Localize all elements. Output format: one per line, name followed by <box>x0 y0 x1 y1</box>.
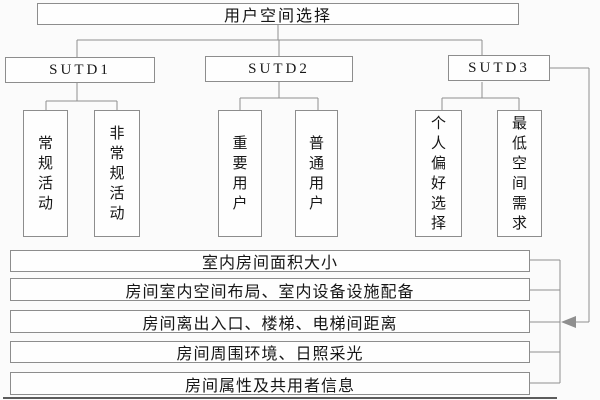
leaf-node-label: 非常规活动 <box>109 124 125 222</box>
branch-node-label: SUTD2 <box>248 60 310 77</box>
leaf-node-ordinary-users: 普通用户 <box>295 110 338 237</box>
leaf-node-label: 常规活动 <box>37 134 53 212</box>
criteria-bar-label: 房间室内空间布局、室内设备设施配备 <box>125 283 415 301</box>
branch-node-sutd1: SUTD1 <box>5 57 155 83</box>
criteria-bar-environment-daylight: 房间周围环境、日照采光 <box>10 341 530 363</box>
leaf-node-label: 最低空间需求 <box>511 114 527 232</box>
leaf-node-label: 普通用户 <box>308 134 324 212</box>
leaf-node-important-users: 重要用户 <box>218 110 262 237</box>
criteria-bar-label: 室内房间面积大小 <box>201 255 338 272</box>
branch-node-sutd3: SUTD3 <box>448 55 550 81</box>
leaf-node-regular-activities: 常规活动 <box>23 110 68 237</box>
criteria-bar-attributes-cousers: 房间属性及共用者信息 <box>10 372 530 395</box>
leaf-node-minimum-space: 最低空间需求 <box>497 110 542 237</box>
branch-node-sutd2: SUTD2 <box>205 56 353 82</box>
leaf-node-personal-preference: 个人偏好选择 <box>415 110 462 237</box>
leaf-node-nonregular-activities: 非常规活动 <box>94 110 140 237</box>
criteria-bar-distance: 房间离出入口、楼梯、电梯间距离 <box>10 310 530 333</box>
criteria-bar-label: 房间离出入口、楼梯、电梯间距离 <box>142 315 398 333</box>
root-node-label: 用户空间选择 <box>223 8 332 25</box>
criteria-bar-label: 房间周围环境、日照采光 <box>176 346 364 363</box>
criteria-bar-room-area: 室内房间面积大小 <box>10 250 530 272</box>
root-node-user-space-selection: 用户空间选择 <box>37 3 519 25</box>
leaf-node-label: 个人偏好选择 <box>430 114 446 232</box>
criteria-bar-label: 房间属性及共用者信息 <box>184 377 355 395</box>
criteria-bar-layout-equipment: 房间室内空间布局、室内设备设施配备 <box>10 278 530 301</box>
left-arrowhead-icon <box>561 316 576 328</box>
leaf-node-label: 重要用户 <box>232 134 248 212</box>
branch-node-label: SUTD1 <box>49 61 111 78</box>
scan-edge-line <box>3 397 557 399</box>
branch-node-label: SUTD3 <box>468 59 530 76</box>
